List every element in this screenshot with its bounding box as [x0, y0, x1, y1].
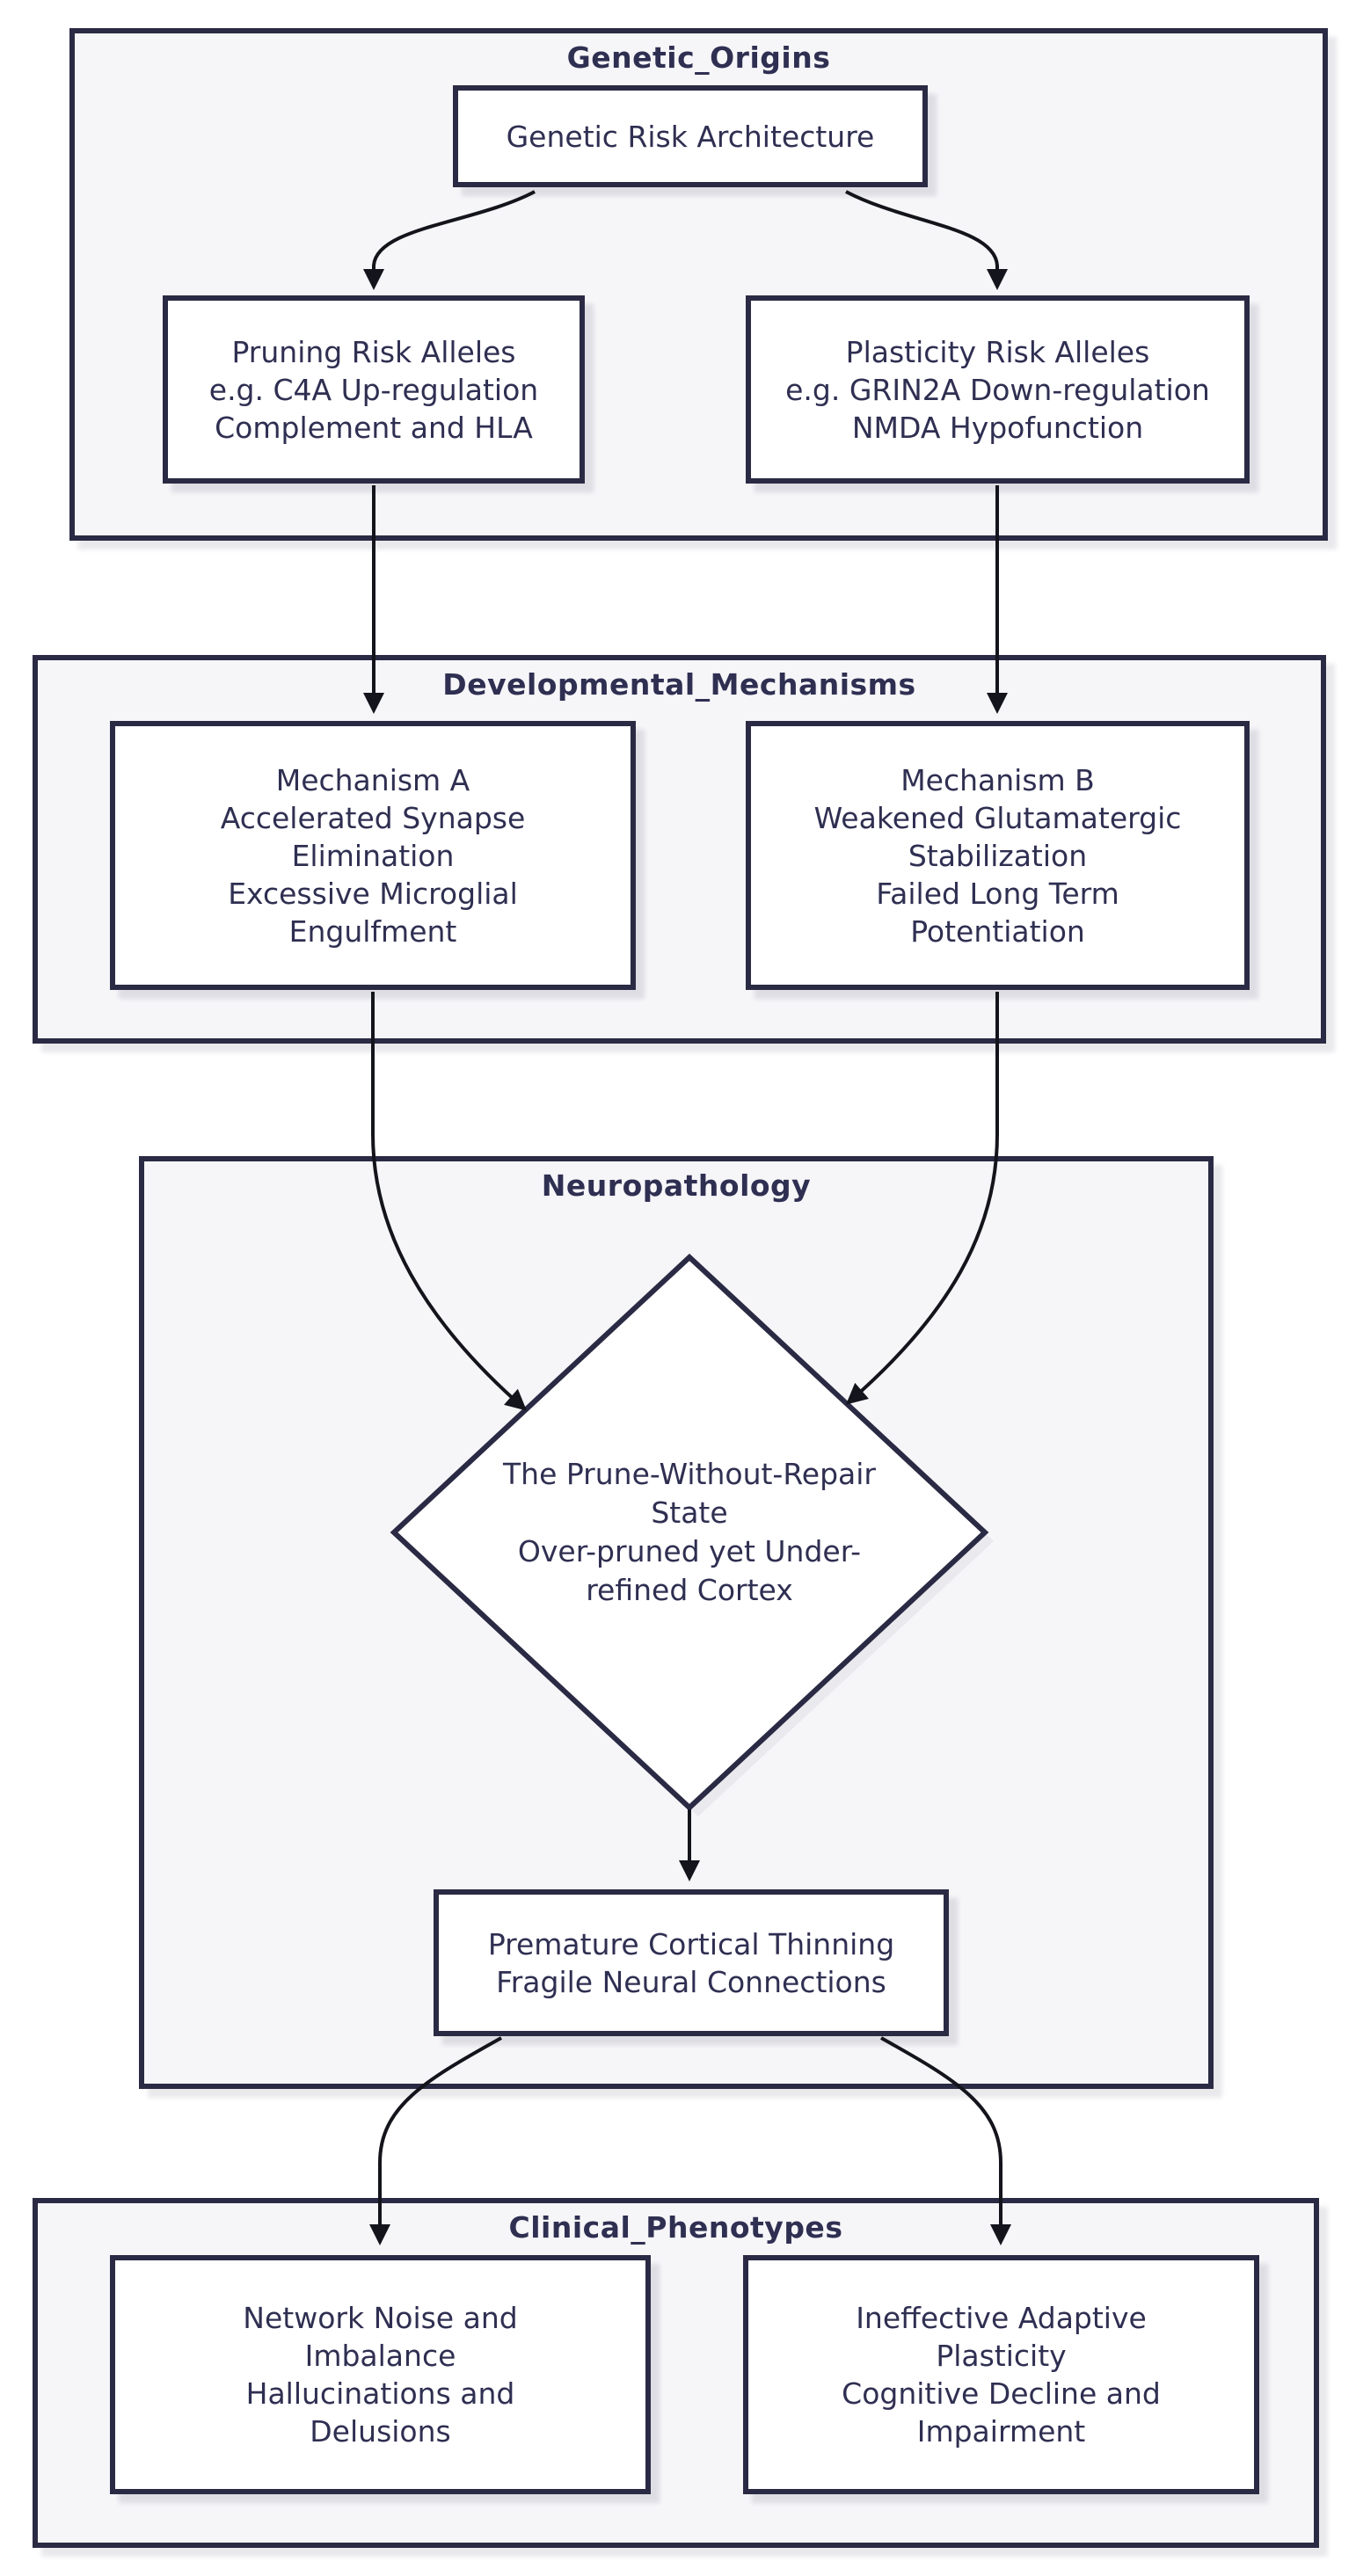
node-mechanism-a: Mechanism A Accelerated Synapse Eliminat…: [110, 721, 636, 990]
node-text-line: Complement and HLA: [215, 410, 533, 445]
node-text-line: Weakened Glutamatergic: [813, 800, 1182, 835]
node-ineffective-plasticity: Ineffective Adaptive Plasticity Cognitiv…: [743, 2255, 1259, 2494]
node-text-line: NMDA Hypofunction: [851, 410, 1144, 445]
node-text-line: Excessive Microglial: [228, 876, 518, 911]
node-text-line: Plasticity Risk Alleles: [845, 334, 1150, 369]
cluster-title-clinical-phenotypes: Clinical_Phenotypes: [508, 2210, 843, 2245]
node-text-line: Delusions: [310, 2414, 451, 2449]
node-plasticity-risk-alleles: Plasticity Risk Alleles e.g. GRIN2A Down…: [746, 295, 1250, 484]
node-text-line: e.g. GRIN2A Down-regulation: [785, 372, 1210, 407]
node-text-line: Premature Cortical Thinning: [487, 1926, 895, 1961]
node-text-line: Failed Long Term: [876, 876, 1119, 911]
node-premature-cortical-thinning: Premature Cortical Thinning Fragile Neur…: [434, 1889, 949, 2036]
node-network-noise: Network Noise and Imbalance Hallucinatio…: [110, 2255, 651, 2494]
node-text-line: Plasticity: [936, 2339, 1067, 2373]
node-text-line: Potentiation: [910, 913, 1085, 949]
cluster-title-genetic-origins: Genetic_Origins: [566, 40, 831, 75]
node-text-line: Mechanism A: [275, 762, 470, 797]
node-text-line: refined Cortex: [586, 1573, 793, 1607]
node-text-line: Network Noise and: [243, 2301, 518, 2335]
cluster-title-neuropathology: Neuropathology: [541, 1168, 812, 1203]
node-text-line: Cognitive Decline and: [842, 2376, 1161, 2411]
node-prune-without-repair-label: The Prune-Without-Repair State Over-prun…: [452, 1446, 927, 1619]
node-text-line: The Prune-Without-Repair: [503, 1457, 876, 1491]
node-text-line: Over-pruned yet Under-: [517, 1534, 862, 1568]
node-mechanism-b: Mechanism B Weakened Glutamatergic Stabi…: [746, 721, 1250, 990]
node-text-line: Stabilization: [908, 838, 1088, 873]
node-text-line: Fragile Neural Connections: [496, 1964, 886, 1999]
node-text-line: Pruning Risk Alleles: [231, 334, 516, 369]
node-text-line: Accelerated Synapse: [220, 800, 526, 835]
node-text-line: e.g. C4A Up-regulation: [208, 372, 539, 407]
node-text-line: Impairment: [916, 2414, 1086, 2449]
node-text-line: Mechanism B: [900, 762, 1095, 797]
node-text-line: State: [651, 1495, 728, 1530]
node-text-line: Elimination: [291, 838, 455, 873]
node-pruning-risk-alleles: Pruning Risk Alleles e.g. C4A Up-regulat…: [163, 295, 585, 484]
node-text-line: Ineffective Adaptive: [856, 2301, 1147, 2335]
cluster-title-developmental-mechanisms: Developmental_Mechanisms: [442, 667, 916, 702]
node-text-line: Engulfment: [288, 913, 457, 949]
node-text-line: Hallucinations and: [245, 2376, 515, 2411]
node-text-line: Imbalance: [304, 2339, 456, 2373]
node-text-line: Genetic Risk Architecture: [506, 119, 875, 154]
node-genetic-risk-architecture: Genetic Risk Architecture: [453, 85, 928, 187]
